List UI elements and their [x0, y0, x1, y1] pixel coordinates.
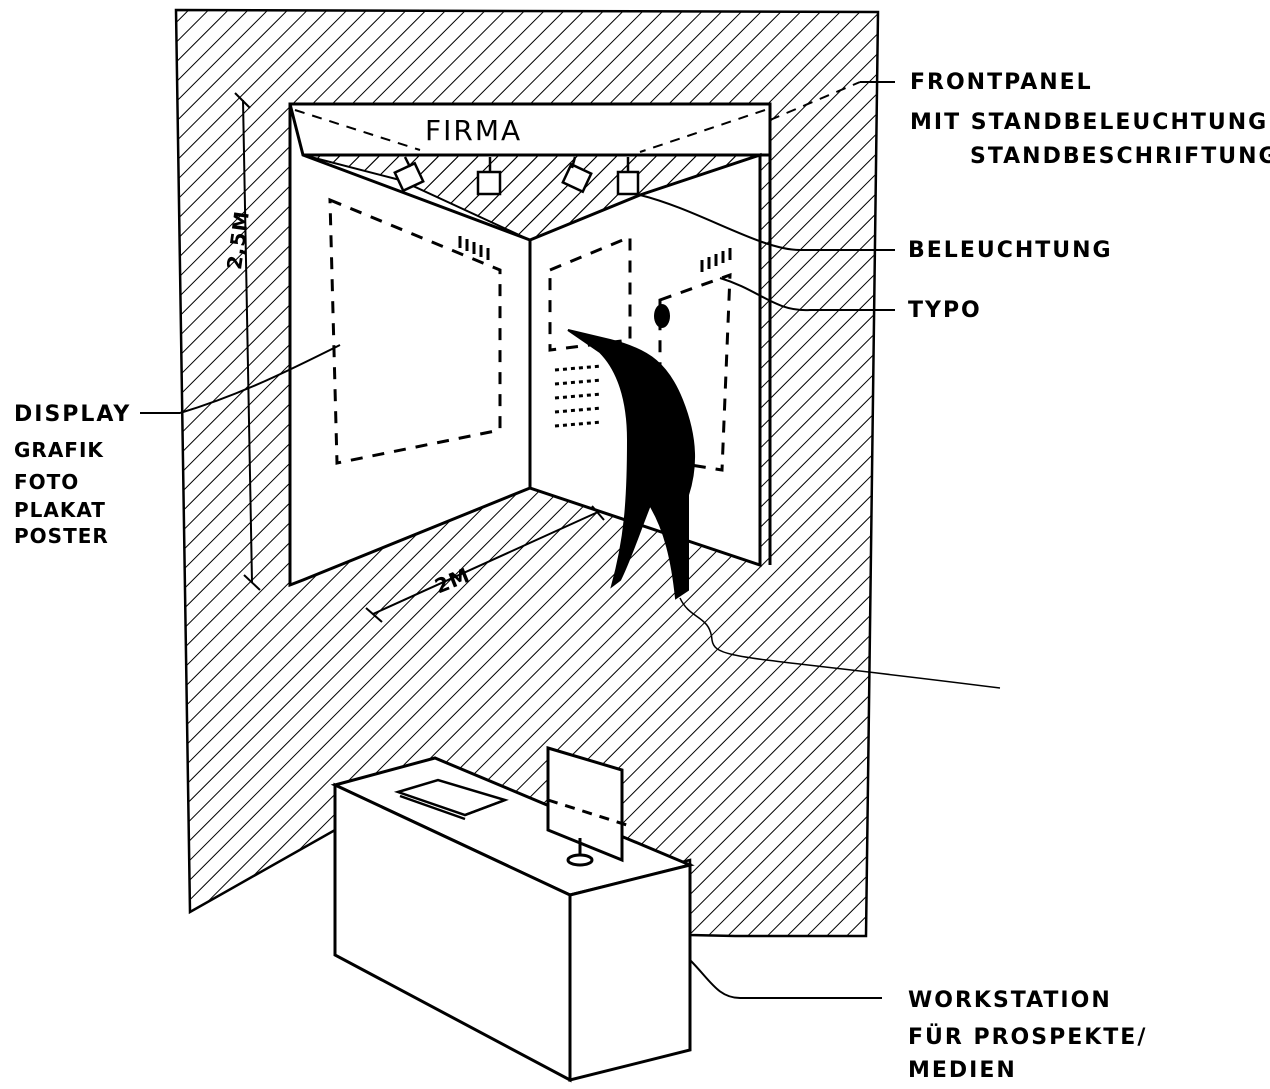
- label-beleuchtung: BELEUCHTUNG: [908, 238, 1113, 263]
- label-grafik: GRAFIK: [14, 438, 104, 462]
- monitor: [546, 745, 631, 867]
- company-sign-text: FIRMA: [425, 114, 523, 147]
- label-foto: FOTO: [14, 470, 80, 494]
- visitor-silhouette: [567, 329, 695, 600]
- brochure: [393, 778, 509, 821]
- leader-lines: [140, 81, 895, 999]
- typo-marks: [458, 236, 732, 272]
- label-fuer-prospekte: FÜR PROSPEKTE/: [908, 1025, 1148, 1050]
- label-poster: POSTER: [14, 524, 109, 548]
- label-medien: MEDIEN: [908, 1058, 1017, 1083]
- label-frontpanel: FRONTPANEL: [910, 70, 1093, 95]
- spotlights: [393, 156, 640, 196]
- display-frame-right-a: [548, 234, 632, 352]
- label-workstation: WORKSTATION: [908, 988, 1112, 1013]
- label-typo: TYPO: [908, 298, 982, 323]
- display-frame-left: [328, 197, 502, 465]
- label-display: DISPLAY: [14, 402, 132, 427]
- round-sign: [654, 304, 670, 328]
- width-dimension-line: [372, 511, 599, 615]
- label-mit-standbeleuchtung: MIT STANDBELEUCHTUNG: [910, 110, 1269, 135]
- front-panel-header: [288, 102, 772, 157]
- label-plakat: PLAKAT: [14, 498, 106, 522]
- label-standbeschriftung: STANDBESCHRIFTUNG: [970, 144, 1270, 169]
- height-dimension-line: [242, 99, 253, 583]
